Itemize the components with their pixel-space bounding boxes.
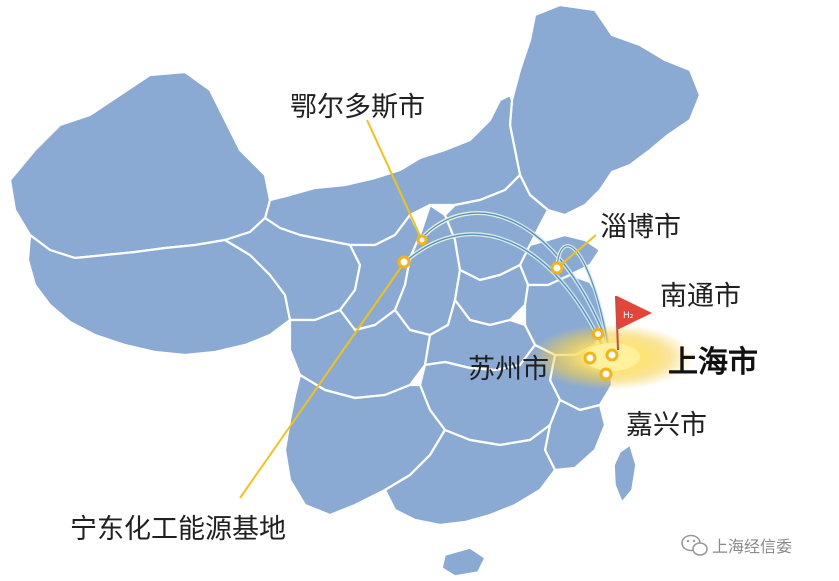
province-regions bbox=[8, 3, 702, 527]
watermark: 上海经信委 bbox=[681, 534, 792, 556]
label-shanghai: 上海市 bbox=[668, 345, 758, 380]
route-ordos-north-edge bbox=[419, 212, 613, 356]
region-tibet bbox=[26, 233, 292, 357]
pin-suzhou-icon bbox=[583, 351, 597, 365]
label-ordos: 鄂尔多斯市 bbox=[290, 92, 425, 123]
flag-label: H₂ bbox=[623, 311, 634, 321]
pin-zibo-icon bbox=[550, 261, 564, 275]
region-xinjiang bbox=[8, 70, 272, 260]
label-jiaxing: 嘉兴市 bbox=[626, 410, 707, 441]
label-ningdong: 宁东化工能源基地 bbox=[70, 514, 286, 545]
leader-ordos bbox=[366, 119, 423, 241]
taiwan-island bbox=[613, 443, 637, 504]
leader-lines bbox=[239, 119, 597, 499]
region-northeast bbox=[508, 3, 702, 217]
watermark-text: 上海经信委 bbox=[712, 537, 792, 556]
pin-shanghai-icon bbox=[605, 348, 619, 362]
route-ningdong-edge bbox=[404, 233, 609, 359]
label-zibo: 淄博市 bbox=[600, 212, 681, 243]
label-nantong: 南通市 bbox=[660, 281, 741, 312]
region-south bbox=[383, 423, 557, 527]
pin-ordos-icon bbox=[416, 234, 428, 246]
leader-zibo bbox=[556, 234, 597, 269]
label-suzhou: 苏州市 bbox=[468, 354, 549, 385]
pin-jiaxing-icon bbox=[599, 367, 613, 381]
hydrogen-flag-icon: H₂ bbox=[615, 295, 652, 351]
location-pins bbox=[397, 234, 619, 381]
hainan-island bbox=[441, 547, 487, 577]
leader-ningdong bbox=[239, 262, 405, 499]
pin-nantong-icon bbox=[592, 328, 604, 340]
pin-ningdong-icon bbox=[397, 255, 411, 269]
wechat-icon bbox=[681, 534, 708, 556]
